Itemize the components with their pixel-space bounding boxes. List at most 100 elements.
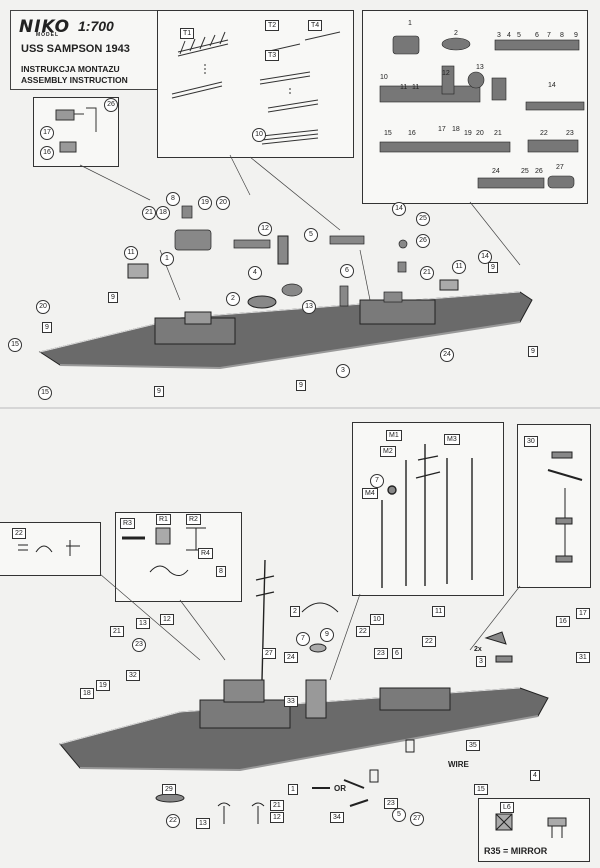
s2-callout-7: 7 <box>296 632 310 646</box>
mast-parts <box>381 444 473 588</box>
callout-13: 13 <box>302 300 316 314</box>
part-num-12: 12 <box>442 70 450 77</box>
callout-15b: 15 <box>38 386 52 400</box>
callout-15a: 15 <box>8 338 22 352</box>
stage2-loose-parts <box>155 631 513 824</box>
s2-callout-32a: 32 <box>126 670 140 681</box>
inset-part30-panel <box>517 424 591 588</box>
part-num-24: 24 <box>492 168 500 175</box>
part-num-17: 17 <box>438 126 446 133</box>
callout-9f: 9 <box>154 386 164 397</box>
s2-callout-24: 24 <box>284 652 298 663</box>
s2-callout-12b: 12 <box>270 812 284 823</box>
ship-hull-stage1 <box>38 235 533 370</box>
part-num-15: 15 <box>384 130 392 137</box>
part-num-2: 2 <box>454 30 458 37</box>
gun-detail-parts <box>55 107 97 153</box>
part-num-18: 18 <box>452 126 460 133</box>
brand-logo: NIKO <box>19 17 71 37</box>
leader-lines-top <box>79 154 521 301</box>
callout-5: 5 <box>304 228 318 242</box>
part-num-23: 23 <box>566 130 574 137</box>
sprue-parts <box>379 35 585 189</box>
s2-callout-3: 3 <box>476 656 486 667</box>
leader-lines-stage2 <box>99 573 521 681</box>
callout-9c: 9 <box>488 262 498 273</box>
mirror-parts <box>495 813 567 838</box>
s2-callout-11: 11 <box>432 606 446 617</box>
callout-16: 16 <box>40 146 54 160</box>
callout-9d: 9 <box>528 346 538 357</box>
callout-11b: 11 <box>452 260 466 274</box>
label-part10: 10 <box>252 128 266 142</box>
part-num-22: 22 <box>540 130 548 137</box>
part-num-8: 8 <box>560 32 564 39</box>
callout-1: 1 <box>160 252 174 266</box>
part-num-10: 10 <box>380 74 388 81</box>
rack-r4: R4 <box>198 548 213 559</box>
callout-3: 3 <box>336 364 350 378</box>
l6-label: L6 <box>500 802 514 813</box>
left-detail-parts <box>18 540 80 556</box>
s2-callout-21a: 21 <box>110 626 124 637</box>
part-num-11b: 11 <box>412 84 420 91</box>
s2-callout-17: 17 <box>576 608 590 619</box>
s2-callout-9: 9 <box>320 628 334 642</box>
part-num-1: 1 <box>408 20 412 27</box>
s2-callout-21b: 21 <box>270 800 284 811</box>
part30-label: 30 <box>524 436 538 447</box>
s2-callout-35: 35 <box>466 740 480 751</box>
part-num-14: 14 <box>548 82 556 89</box>
s2-callout-23a: 23 <box>132 638 146 652</box>
callout-20: 20 <box>216 196 230 210</box>
callout-14a: 14 <box>392 202 406 216</box>
callout-20b: 20 <box>36 300 50 314</box>
rack-parts <box>122 527 206 576</box>
part-num-5: 5 <box>517 32 521 39</box>
s2-callout-33: 33 <box>284 696 298 707</box>
s2-callout-13a: 13 <box>136 618 150 629</box>
callout-26b: 26 <box>416 234 430 248</box>
mast-m4: M4 <box>362 488 378 499</box>
callout-21: 21 <box>142 206 156 220</box>
callout-8: 8 <box>166 192 180 206</box>
s2-callout-19: 19 <box>96 680 110 691</box>
model-scale: 1:700 <box>78 18 114 34</box>
s2-callout-22a: 22 <box>12 528 26 539</box>
brand-sub: MODEL <box>36 32 60 38</box>
s2-callout-23b: 23 <box>374 648 388 659</box>
rack-part8: 8 <box>216 566 226 577</box>
mast-m1: M1 <box>386 430 402 441</box>
instruction-title-pl: INSTRUKCJA MONTAZU <box>21 64 120 74</box>
rack-r2: R2 <box>186 514 201 525</box>
label-t4: T4 <box>308 20 323 31</box>
rack-r1: R1 <box>156 514 171 525</box>
s2-callout-34: 34 <box>330 812 344 823</box>
title-block: NIKO MODEL 1:700 USS SAMPSON 1943 INSTRU… <box>10 10 158 90</box>
s2-callout-15: 15 <box>474 784 488 795</box>
s2-callout-31: 31 <box>576 652 590 663</box>
part-num-20: 20 <box>476 130 484 137</box>
s2-callout-22d: 22 <box>166 814 180 828</box>
mast-m3: M3 <box>444 434 460 445</box>
x2-label: 2x <box>474 646 482 653</box>
inset-racks-panel <box>115 512 242 602</box>
part-num-25: 25 <box>521 168 529 175</box>
s2-callout-6: 6 <box>392 648 402 659</box>
part-num-9: 9 <box>574 32 578 39</box>
callout-26: 26 <box>104 98 118 112</box>
s2-callout-13b: 13 <box>196 818 210 829</box>
callout-6: 6 <box>340 264 354 278</box>
callout-12: 12 <box>258 222 272 236</box>
instruction-title-en: ASSEMBLY INSTRUCTION <box>21 75 128 85</box>
label-t2: T2 <box>265 20 280 31</box>
callout-18: 18 <box>156 206 170 220</box>
part-num-4: 4 <box>507 32 511 39</box>
mast-m2: M2 <box>380 446 396 457</box>
callout-9a: 9 <box>108 292 118 303</box>
callout-21b: 21 <box>420 266 434 280</box>
s2-callout-16: 16 <box>556 616 570 627</box>
part-num-19: 19 <box>464 130 472 137</box>
s2-callout-4: 4 <box>530 770 540 781</box>
